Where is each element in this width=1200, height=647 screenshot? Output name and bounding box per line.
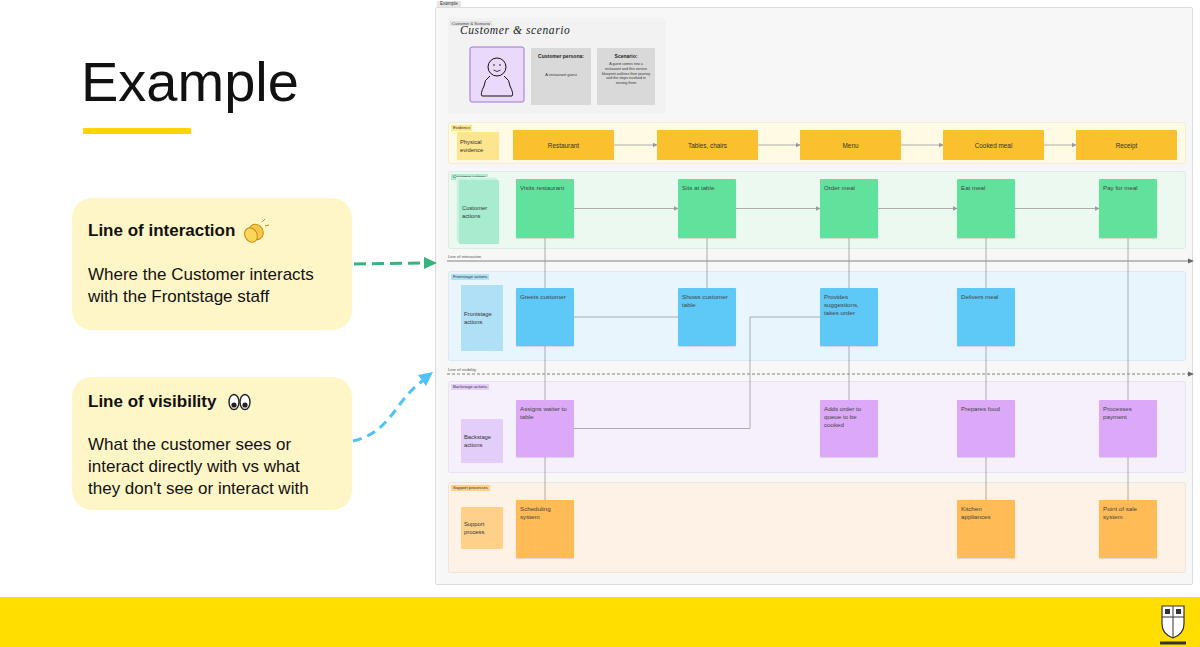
crest-logo (1160, 606, 1186, 643)
title-underline (83, 128, 191, 134)
node-heading: Scenario: (599, 53, 653, 59)
node-heading: Pay for meal (1103, 184, 1153, 192)
support-sticky: Scheduling system (516, 500, 574, 558)
callout-box: Line of interactionWhere the Customer in… (72, 198, 352, 330)
node-heading: Cooked meal (943, 130, 1044, 160)
node-heading: Kitchen appliances (961, 505, 1011, 521)
node-heading: Processes payment (1103, 405, 1153, 421)
action-sticky: Processes payment (1099, 400, 1157, 457)
evidence-box: Menu (800, 130, 901, 160)
node-heading: Order meal (824, 184, 874, 192)
crest-cross (1162, 606, 1184, 638)
crest-base (1160, 642, 1186, 645)
crest-shield (1162, 606, 1184, 638)
node-heading: Adds order to queue to be cooked (824, 405, 874, 429)
node-heading: Line of visibility (88, 392, 216, 412)
node-heading: Prepares food (961, 405, 1011, 413)
evidence-box: Restaurant (513, 130, 614, 160)
action-sticky: Sits at table (678, 179, 736, 238)
node-heading: Shows customer table (682, 293, 732, 309)
line-label: Line of interaction (448, 254, 481, 259)
evidence-box: Cooked meal (943, 130, 1044, 160)
node-heading: Greets customer (520, 293, 570, 301)
node-heading: Example (437, 1, 461, 7)
node-heading: Evidence (451, 125, 472, 131)
action-sticky: Order meal (820, 179, 878, 238)
node-heading: Eat meal (961, 184, 1011, 192)
node-heading: Menu (800, 130, 901, 160)
slide-title: Example (81, 54, 299, 110)
node-body: Where the Customer interacts with the Fr… (88, 264, 338, 308)
node-heading: Frontstage actions (464, 311, 501, 326)
node-heading: Customer actions (451, 174, 488, 180)
evidence-box: Tables, chairs (657, 130, 758, 160)
action-sticky: Assigns waiter to table (516, 400, 574, 457)
node-body: What the customer sees or interact direc… (88, 434, 336, 500)
node-heading: Support processes (451, 485, 490, 491)
action-sticky: Pay for meal (1099, 179, 1157, 238)
evidence-box: Receipt (1076, 130, 1177, 160)
node-body: A restaurant guest (535, 72, 587, 77)
node-heading: Backstage actions (464, 434, 501, 449)
crest-mark (1176, 609, 1181, 614)
node-heading: Provides suggestions, takes order (824, 293, 874, 317)
node-heading: Support process (464, 521, 501, 536)
callout-box: Line of visibilityWhat the customer sees… (72, 377, 352, 510)
lane-label: Customer actions (459, 180, 499, 244)
footer-band (0, 597, 1200, 647)
lane-band: EvidencePhysical evidence Restaurant Table… (448, 122, 1186, 164)
lane-band: Frontstage actionsFrontstage actionsGree… (448, 271, 1186, 361)
node-heading: Restaurant (513, 130, 614, 160)
node-heading: Receipt (1076, 130, 1177, 160)
action-sticky: Delivers meal (957, 288, 1015, 346)
node-heading: Sits at table (682, 184, 732, 192)
node-heading: Customer actions (462, 205, 497, 220)
callout-pointer (353, 380, 424, 441)
node-heading: Visits restaurant (520, 184, 570, 192)
node-body: A guest comes into a restaurant and this… (601, 62, 651, 86)
callout-pointer (354, 263, 425, 264)
lane-label: Physical evidence (457, 132, 499, 160)
callout-arrowhead (418, 372, 433, 386)
lane-label: Backstage actions (461, 419, 503, 463)
blueprint-frame: ExampleCustomer & ScenarioCustomer & sce… (435, 7, 1193, 585)
node-heading: Line of interaction (88, 221, 235, 241)
node-heading: Assigns waiter to table (520, 405, 570, 421)
lane-label: Support process (461, 507, 503, 549)
node-heading: Tables, chairs (657, 130, 758, 160)
lane-band: Support processesSupport process Scheduli… (448, 482, 1186, 573)
lane-label: Frontstage actions (461, 285, 503, 351)
action-sticky: Visits restaurant (516, 179, 574, 238)
action-sticky: Adds order to queue to be cooked (820, 400, 878, 457)
node-heading: Physical evidence (460, 139, 497, 154)
node-heading: Scheduling system (520, 505, 570, 521)
node-heading: Delivers meal (961, 293, 1011, 301)
scenario-section: Customer & ScenarioCustomer & scenarioCu… (448, 18, 666, 114)
action-sticky: Prepares food (957, 400, 1015, 457)
persona-card: Customer persona: A restaurant guest (531, 48, 591, 105)
scenario-card: Scenario: A guest comes into a restaurant… (597, 48, 655, 105)
action-sticky: Shows customer table (678, 288, 736, 346)
line-label: Line of visibility (448, 367, 476, 372)
action-sticky: Greets customer (516, 288, 574, 346)
support-sticky: Point of sale system (1099, 500, 1157, 558)
crest-mark (1165, 609, 1170, 614)
lane-band: Backstage actionsBackstage actionsAssign… (448, 381, 1186, 473)
node-body: Customer & scenario (460, 24, 570, 36)
action-sticky: Provides suggestions, takes order (820, 288, 878, 346)
node-heading: Frontstage actions (451, 274, 489, 280)
action-sticky: Eat meal (957, 179, 1015, 238)
lane-band: Customer actionsCustomer actionsVisits r… (448, 171, 1186, 249)
node-heading: Backstage actions (451, 384, 489, 390)
node-heading: Customer persona: (533, 53, 589, 59)
node-heading: Point of sale system (1103, 505, 1153, 521)
support-sticky: Kitchen appliances (957, 500, 1015, 558)
